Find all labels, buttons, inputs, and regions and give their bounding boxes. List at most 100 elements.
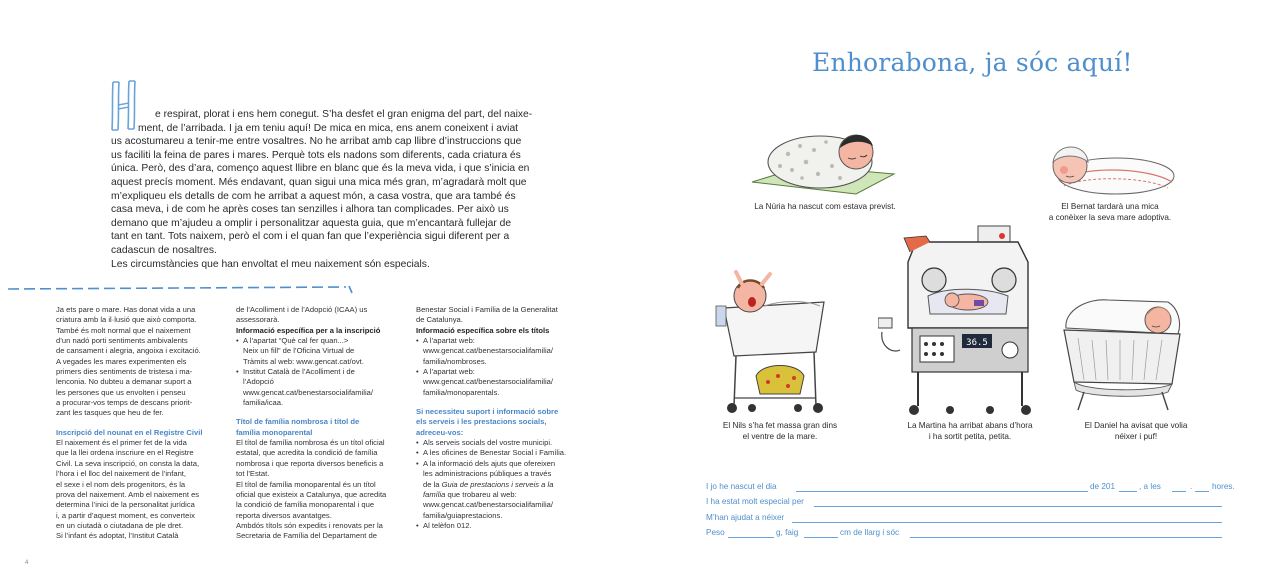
section-heading: Títol de família nombrosa i títol de	[236, 417, 360, 427]
text-line: oficial que existeix a Catalunya, que ac…	[236, 489, 387, 499]
birth-day-field[interactable]	[796, 491, 1088, 492]
text-line: d’un nadó porti sentiments ambivalents	[56, 336, 188, 346]
subheading: Informació específica per a la inscripci…	[236, 325, 381, 335]
form-text: hores.	[1212, 482, 1235, 491]
caption-line: El Nils s’ha fet massa gran dins	[722, 421, 838, 430]
section-heading: Inscripció del nounat en el Registre Civ…	[56, 427, 203, 437]
list-item: A les oficines de Benestar Social i Famí…	[416, 448, 592, 459]
intro-line: us acostumareu a tenir-me entre vosaltre…	[111, 136, 522, 148]
description-field[interactable]	[910, 537, 1222, 538]
bullet-list: A l’apartat web: www.gencat.cat/benestar…	[416, 336, 592, 398]
caption-line: La Martina ha arribat abans d’hora	[907, 421, 1033, 430]
text-line: Civil. La seva inscripció, on consta la …	[56, 458, 200, 468]
special-field[interactable]	[814, 506, 1222, 507]
text-line: i, a partir d’aquest moment, es converte…	[56, 510, 195, 520]
link-text[interactable]: familia/icaa.	[243, 398, 284, 408]
length-field[interactable]	[804, 537, 838, 538]
text-line: determina l’inici de la personalitat jur…	[56, 500, 195, 510]
intro-line: casa meva, i de com he après coses tan s…	[111, 204, 509, 216]
intro-line: aquest precís moment. Més endavant, quan…	[111, 176, 527, 188]
section-heading: Si necessiteu suport i informació sobre	[416, 407, 559, 417]
page-number: 4	[25, 560, 29, 566]
text-line: prova del naixement. Amb el naixement es	[56, 489, 200, 499]
text-line: reporta diversos avantatges.	[236, 510, 332, 520]
birth-hour-field[interactable]	[1172, 491, 1186, 492]
caption-line: a conèixer la seva mare adoptiva.	[1048, 213, 1172, 222]
text-column-2: de l’Acolliment i de l’Adopció (ICAA) us…	[236, 305, 411, 542]
text-line: la condició de família monoparental i qu…	[236, 500, 375, 510]
section-heading: adreceu-vos:	[416, 427, 464, 437]
intro-line: única. Però, des d’ara, començo aquest l…	[111, 163, 530, 175]
text-line: a procurar-vos temps de descans priorit-	[56, 398, 193, 408]
text-line: les persones que us envolten i penseu	[56, 387, 186, 397]
list-item: A l’apartat web: www.gencat.cat/benestar…	[416, 336, 592, 367]
baby-swaddled-illustration	[751, 134, 896, 195]
link-text[interactable]: familia/monoparentals.	[423, 387, 500, 397]
incubator-illustration: 36.5	[878, 225, 1031, 415]
link-text[interactable]: www.gencat.cat/benestarsocialifamilia/	[423, 346, 553, 356]
bullet-list: Als serveis socials del vostre municipi.…	[416, 438, 592, 531]
link-text[interactable]: familia/guiaprestacions.	[423, 510, 503, 520]
caption-line: La Núria ha nascut com estava previst.	[754, 202, 896, 211]
left-page: e respirat, plorat i ens hem conegut. S’…	[0, 0, 640, 585]
link-text[interactable]: Tràmits al web: www.gencat.cat/ovt.	[243, 356, 364, 366]
form-label: M’han ajudat a néixer	[706, 513, 785, 522]
text-line: les administracions públiques a través	[423, 469, 552, 479]
helpers-field[interactable]	[792, 522, 1222, 523]
text-line: Benestar Social i Família de la Generali…	[416, 305, 558, 314]
text-line: en un ciutadà o ciutadana de ple dret.	[56, 520, 184, 530]
section-heading: els serveis i les prestacions socials,	[416, 417, 547, 427]
form-text: de 201	[1090, 482, 1116, 491]
text-line: Al telèfon 012.	[423, 520, 472, 530]
text-line: A vegades les mares experimenten els	[56, 356, 187, 366]
form-text: cm de llarg i sóc	[840, 528, 900, 537]
caption-nuria: La Núria ha nascut com estava previst.	[735, 201, 915, 212]
text-line: que la llei ordena inscriure en el Regis…	[56, 448, 194, 458]
link-text[interactable]: familia/nombroses.	[423, 356, 487, 366]
form-label: I jo he nascut el dia	[706, 482, 777, 491]
text-line: A l’apartat web:	[423, 367, 475, 377]
list-item: Als serveis socials del vostre municipi.	[416, 438, 592, 449]
incubator-display-value: 36.5	[966, 338, 988, 348]
birth-minute-field[interactable]	[1195, 491, 1209, 492]
list-item: A l’apartat “Què cal fer quan...> Neix u…	[236, 336, 411, 367]
weight-field[interactable]	[728, 537, 774, 538]
text-line: de Catalunya.	[416, 315, 463, 325]
list-item: A l’apartat web: www.gencat.cat/benestar…	[416, 367, 592, 398]
text-line: primers dies sentiments de tristesa i ma…	[56, 367, 193, 377]
guide-title: família	[423, 489, 446, 499]
text-line: assessorarà.	[236, 315, 280, 325]
text-column-1: Ja ets pare o mare. Has donat vida a una…	[56, 305, 224, 542]
link-text[interactable]: www.gencat.cat/benestarsocialifamilia/	[243, 387, 373, 397]
text-line: Institut Català de l’Acolliment i de	[243, 367, 355, 377]
birth-year-field[interactable]	[1119, 491, 1137, 492]
text-line: A les oficines de Benestar Social i Famí…	[423, 448, 567, 458]
text-line: Secretaria de Família del Departament de	[236, 531, 377, 541]
text-line: A la informació dels ajuts que ofereixen	[423, 458, 556, 468]
caption-daniel: El Daniel ha avisat que volia néixer i p…	[1066, 420, 1206, 442]
text-line: El naixement és el primer fet de la vida	[56, 438, 187, 448]
right-page: Enhorabona, ja sóc aquí! La Núria ha nas…	[640, 0, 1280, 585]
link-text[interactable]: www.gencat.cat/benestarsocialifamilia/	[423, 377, 553, 387]
caption-line: i ha sortit petita, petita.	[928, 432, 1012, 441]
dashed-divider	[7, 285, 353, 294]
caption-nils: El Nils s’ha fet massa gran dins el vent…	[712, 420, 848, 442]
text-line: tot l’Estat.	[236, 469, 270, 479]
special-line: I ha estat molt especial per	[706, 497, 1222, 511]
form-text: , a les	[1139, 482, 1161, 491]
text-column-3: Benestar Social i Família de la Generali…	[416, 305, 592, 532]
baby-crib-cart-illustration	[715, 270, 825, 413]
text-line: criatura amb la il·lusió que això compor…	[56, 315, 197, 325]
link-text[interactable]: www.gencat.cat/benestarsocialifamilia/	[423, 500, 553, 510]
section-heading: família monoparental	[236, 427, 313, 437]
intro-line: e respirat, plorat i ens hem conegut. S’…	[155, 109, 533, 120]
text-line: Als serveis socials del vostre municipi.	[423, 438, 553, 448]
text-line: nombrosa i que reporta diversos benefici…	[236, 458, 384, 468]
text-line: l’Adopció	[243, 377, 274, 387]
caption-line: El Daniel ha avisat que volia	[1084, 421, 1188, 430]
caption-bernat: El Bernat tardarà una mica a conèixer la…	[1018, 201, 1202, 223]
helpers-line: M’han ajudat a néixer	[706, 513, 1222, 527]
intro-line: us faciliti la feina de pares i mares. P…	[111, 149, 521, 161]
text-line: El títol de família monoparental és un t…	[236, 479, 376, 489]
form-text: g, faig	[776, 528, 799, 537]
